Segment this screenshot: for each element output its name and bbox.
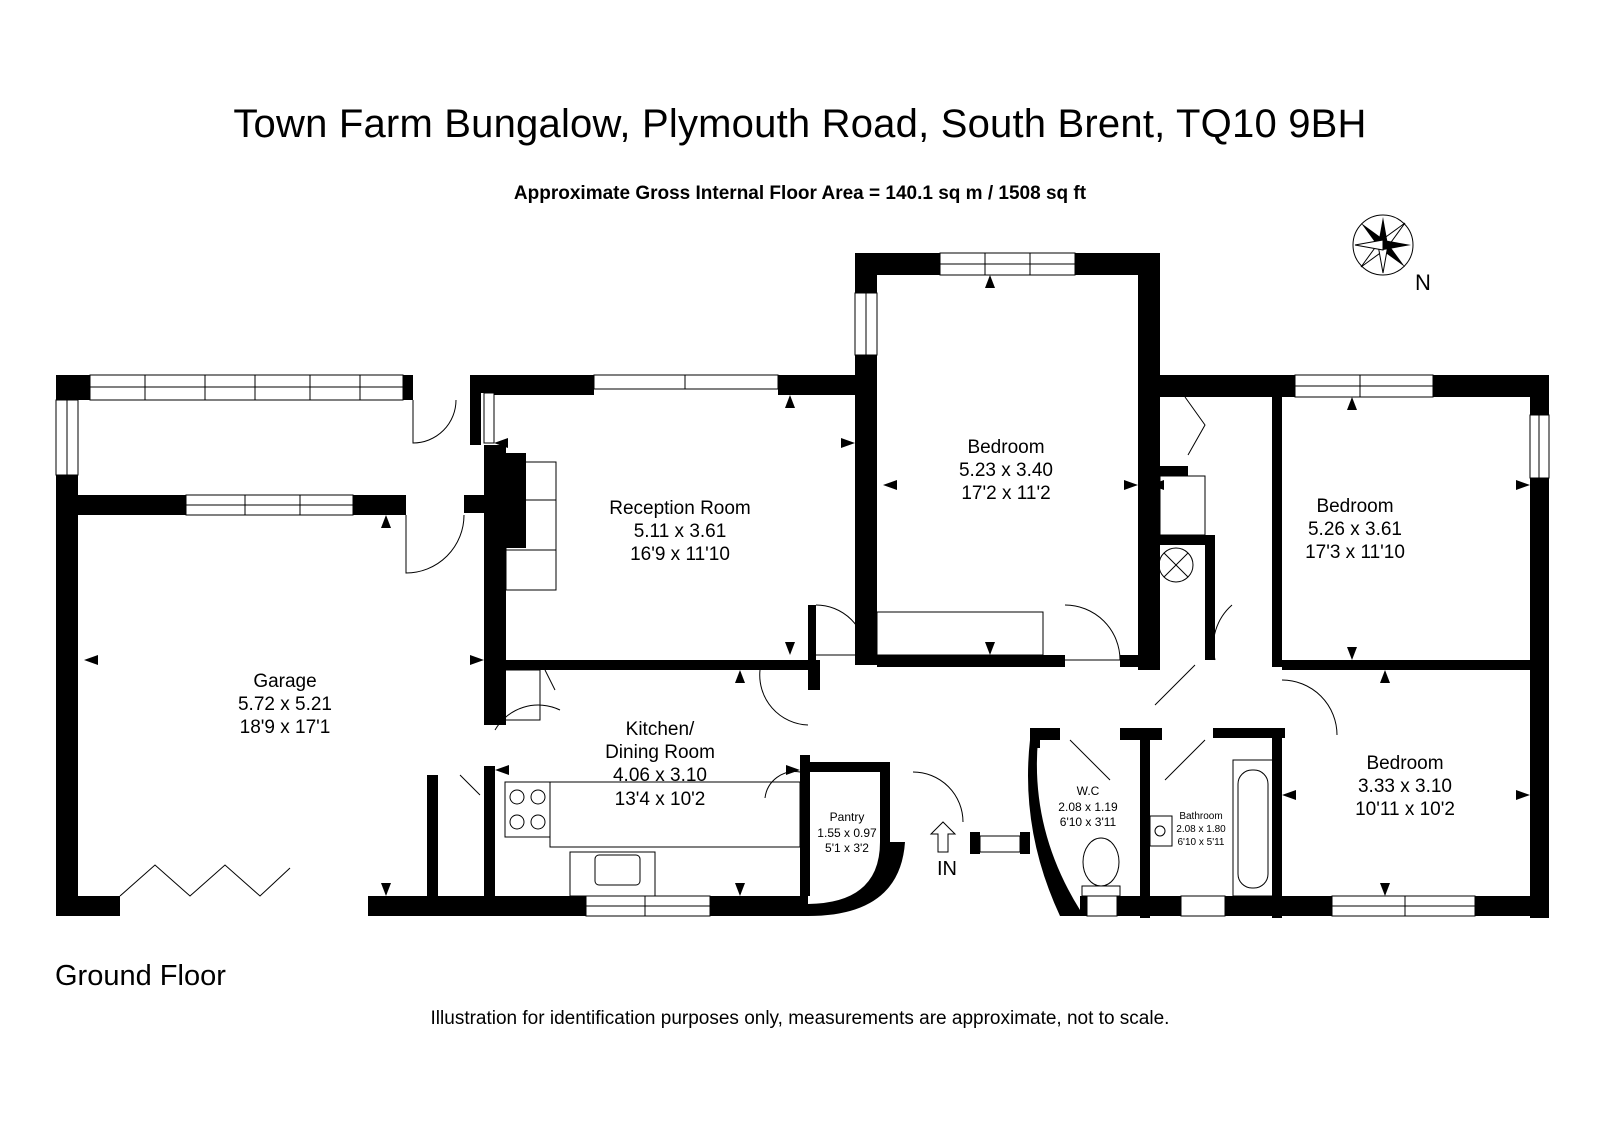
room-garage: Garage 5.72 x 5.21 18'9 x 17'1 bbox=[238, 670, 332, 740]
compass-north-label: N bbox=[1415, 270, 1431, 295]
room-wc: W.C 2.08 x 1.19 6'10 x 3'11 bbox=[1058, 784, 1117, 831]
page-title: Town Farm Bungalow, Plymouth Road, South… bbox=[233, 102, 1367, 146]
room-metric: 5.26 x 3.61 bbox=[1307, 519, 1403, 541]
room-reception: Reception Room 5.11 x 3.61 16'9 x 11'10 bbox=[609, 497, 751, 567]
room-imperial: 5'1 x 3'2 bbox=[825, 841, 869, 856]
walls bbox=[56, 253, 1549, 918]
room-name: Pantry bbox=[829, 810, 865, 824]
room-name: Bedroom bbox=[1316, 496, 1394, 517]
floor-area-subtitle: Approximate Gross Internal Floor Area = … bbox=[513, 183, 1087, 204]
room-pantry: Pantry 1.55 x 0.97 5'1 x 3'2 bbox=[817, 810, 876, 857]
room-imperial: 6'10 x 5'11 bbox=[1177, 837, 1225, 848]
windows bbox=[55, 252, 1550, 917]
room-imperial: 17'2 x 11'2 bbox=[961, 483, 1051, 505]
room-metric: 2.08 x 1.80 bbox=[1176, 824, 1226, 835]
room-metric: 5.11 x 3.61 bbox=[633, 521, 727, 543]
room-metric: 5.23 x 3.40 bbox=[958, 460, 1054, 482]
room-imperial: 16'9 x 11'10 bbox=[630, 544, 730, 566]
room-metric: 5.72 x 5.21 bbox=[237, 694, 333, 716]
pantry-curved-wall bbox=[808, 842, 905, 916]
room-imperial: 18'9 x 17'1 bbox=[239, 717, 331, 739]
room-imperial: 13'4 x 10'2 bbox=[614, 788, 706, 810]
room-name: Reception Room bbox=[609, 498, 751, 519]
room-metric: 4.06 x 3.10 bbox=[612, 765, 708, 787]
disclaimer: Illustration for identification purposes… bbox=[430, 1008, 1170, 1029]
room-bedroom-2: Bedroom 5.26 x 3.61 17'3 x 11'10 bbox=[1305, 495, 1405, 565]
dimension-markers bbox=[84, 275, 1530, 896]
room-kitchen-dining: Kitchen/ Dining Room 4.06 x 3.10 13'4 x … bbox=[605, 718, 715, 811]
room-name: Bedroom bbox=[1366, 753, 1444, 774]
room-name: Bathroom bbox=[1179, 811, 1223, 822]
fittings bbox=[494, 461, 1274, 897]
room-name: Garage bbox=[253, 671, 317, 692]
floor-label: Ground Floor bbox=[55, 960, 226, 992]
room-bathroom: Bathroom 2.08 x 1.80 6'10 x 5'11 bbox=[1176, 810, 1225, 849]
room-imperial: 6'10 x 3'11 bbox=[1059, 815, 1117, 830]
room-metric: 1.55 x 0.97 bbox=[817, 825, 877, 840]
wc-curved-wall bbox=[1028, 740, 1080, 916]
entrance-arrow-icon bbox=[929, 821, 957, 853]
entrance-label: IN bbox=[937, 858, 957, 880]
garage-folding-door bbox=[119, 864, 291, 897]
room-imperial: 10'11 x 10'2 bbox=[1355, 799, 1455, 821]
door-swings bbox=[405, 396, 1338, 823]
room-bedroom-1: Bedroom 5.23 x 3.40 17'2 x 11'2 bbox=[959, 436, 1053, 506]
compass-rose-icon bbox=[1352, 214, 1414, 276]
room-bedroom-3: Bedroom 3.33 x 3.10 10'11 x 10'2 bbox=[1355, 752, 1455, 822]
room-name-line1: Kitchen/ bbox=[625, 719, 695, 740]
room-metric: 2.08 x 1.19 bbox=[1058, 799, 1118, 814]
room-name: W.C bbox=[1076, 784, 1100, 798]
room-metric: 3.33 x 3.10 bbox=[1357, 776, 1453, 798]
room-imperial: 17'3 x 11'10 bbox=[1305, 542, 1405, 564]
room-name: Bedroom bbox=[967, 437, 1045, 458]
room-name-line2: Dining Room bbox=[605, 742, 715, 764]
